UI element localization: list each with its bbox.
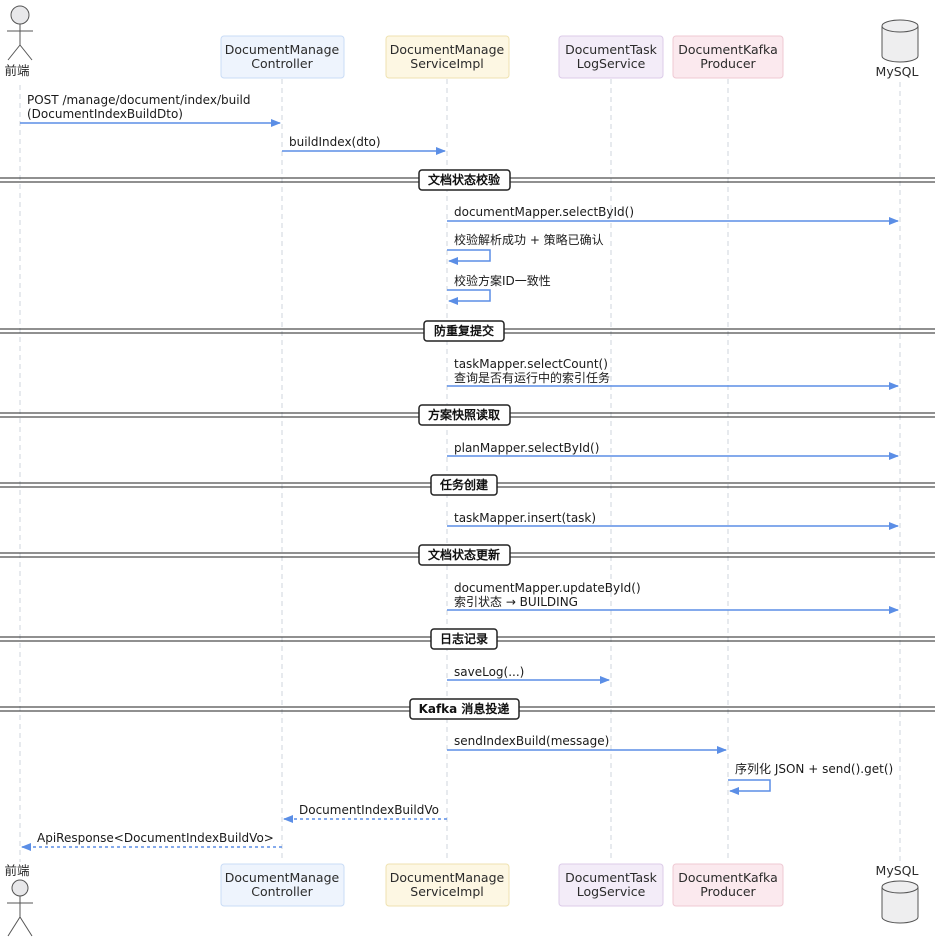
- participant-name-line1: DocumentManage: [225, 42, 340, 57]
- message-save-log: saveLog(...): [447, 665, 610, 684]
- participant-controller-top: DocumentManage Controller: [220, 35, 345, 79]
- section-title: 文档状态更新: [428, 547, 500, 562]
- participant-label: MySQL: [876, 64, 919, 79]
- message-label: sendIndexBuild(message): [454, 734, 609, 748]
- participant-name-line2: Controller: [251, 884, 313, 899]
- participant-tasklog-top: DocumentTask LogService: [558, 35, 664, 79]
- section-title: 任务创建: [439, 477, 489, 492]
- participant-frontend-top: 前端: [4, 5, 33, 78]
- participant-kafka-top: DocumentKafka Producer: [672, 35, 784, 79]
- actor-icon: [7, 879, 33, 937]
- lifelines: [19, 79, 901, 862]
- participant-name-line1: DocumentManage: [390, 870, 505, 885]
- participant-frontend-bottom: 前端: [4, 863, 33, 937]
- message-label: taskMapper.insert(task): [454, 511, 596, 525]
- message-select-count: taskMapper.selectCount() 查询是否有运行中的索引任务: [447, 357, 899, 390]
- participant-controller-bottom: DocumentManage Controller: [220, 863, 345, 907]
- section-separator: 防重复提交: [0, 320, 935, 342]
- message-label: saveLog(...): [454, 665, 524, 679]
- participant-name-line2: LogService: [577, 884, 646, 899]
- message-label: 序列化 JSON + send().get(): [735, 761, 893, 776]
- section-separator: Kafka 消息投递: [0, 698, 935, 720]
- message-arrow: [447, 249, 491, 265]
- message-select-document: documentMapper.selectById(): [447, 205, 899, 225]
- participant-label: 前端: [4, 63, 29, 78]
- participant-name-line1: DocumentTask: [565, 870, 657, 885]
- participant-label: MySQL: [876, 863, 919, 878]
- message-label: DocumentIndexBuildVo: [299, 803, 439, 817]
- participant-tasklog-bottom: DocumentTask LogService: [558, 863, 664, 907]
- self-message-serialize-send: 序列化 JSON + send().get(): [728, 761, 893, 795]
- participant-name-line1: DocumentKafka: [678, 42, 777, 57]
- message-post-build: POST /manage/document/index/build (Docum…: [20, 93, 281, 127]
- return-message-build-vo: DocumentIndexBuildVo: [283, 803, 447, 823]
- message-label-line1: documentMapper.updateById(): [454, 581, 641, 595]
- actor-icon: [7, 5, 33, 61]
- section-separator: 日志记录: [0, 628, 935, 650]
- participant-name-line2: Controller: [251, 56, 313, 71]
- participant-mysql-bottom: MySQL: [876, 863, 919, 924]
- section-title: Kafka 消息投递: [419, 701, 510, 716]
- message-send-index-build: sendIndexBuild(message): [447, 734, 727, 754]
- self-message-validate-plan: 校验方案ID一致性: [447, 273, 551, 305]
- participant-mysql-top: MySQL: [876, 19, 919, 79]
- section-separator: 任务创建: [0, 474, 935, 496]
- message-select-plan: planMapper.selectById(): [447, 441, 899, 460]
- database-icon: [881, 19, 919, 63]
- message-build-index: buildIndex(dto): [282, 135, 446, 155]
- message-label: ApiResponse<DocumentIndexBuildVo>: [37, 831, 274, 845]
- message-label: 校验方案ID一致性: [454, 273, 551, 288]
- message-arrow: [447, 289, 491, 305]
- participant-name-line1: DocumentManage: [390, 42, 505, 57]
- message-label-line2: (DocumentIndexBuildDto): [27, 107, 183, 121]
- message-update-document: documentMapper.updateById() 索引状态 → BUILD…: [447, 581, 899, 614]
- participant-name-line2: LogService: [577, 56, 646, 71]
- message-label-line1: POST /manage/document/index/build: [27, 93, 251, 107]
- section-title: 方案快照读取: [428, 407, 500, 422]
- participant-name-line1: DocumentKafka: [678, 870, 777, 885]
- section-separator: 文档状态校验: [0, 169, 935, 191]
- section-separator: 文档状态更新: [0, 544, 935, 566]
- message-label-line1: taskMapper.selectCount(): [454, 357, 608, 371]
- message-label: planMapper.selectById(): [454, 441, 599, 455]
- participant-service-top: DocumentManage ServiceImpl: [385, 35, 510, 79]
- message-label: documentMapper.selectById(): [454, 205, 634, 219]
- participant-name-line2: Producer: [700, 884, 756, 899]
- message-insert-task: taskMapper.insert(task): [447, 511, 899, 530]
- participant-name-line2: ServiceImpl: [410, 56, 483, 71]
- participant-name-line1: DocumentTask: [565, 42, 657, 57]
- participant-service-bottom: DocumentManage ServiceImpl: [385, 863, 510, 907]
- section-separator: 方案快照读取: [0, 404, 935, 426]
- section-title: 文档状态校验: [428, 172, 501, 187]
- participant-name-line2: Producer: [700, 56, 756, 71]
- section-title: 日志记录: [440, 631, 488, 646]
- database-icon: [881, 880, 919, 924]
- participant-label: 前端: [4, 863, 29, 878]
- self-message-validate-strategy: 校验解析成功 + 策略已确认: [447, 232, 604, 265]
- return-message-api-response: ApiResponse<DocumentIndexBuildVo>: [21, 831, 282, 851]
- message-label: 校验解析成功 + 策略已确认: [454, 232, 604, 247]
- message-label: buildIndex(dto): [289, 135, 381, 149]
- section-title: 防重复提交: [434, 323, 494, 338]
- participant-name-line1: DocumentManage: [225, 870, 340, 885]
- message-arrow: [728, 779, 771, 795]
- participant-name-line2: ServiceImpl: [410, 884, 483, 899]
- message-label-line2: 索引状态 → BUILDING: [454, 595, 578, 609]
- message-label-line2: 查询是否有运行中的索引任务: [454, 370, 610, 385]
- participant-kafka-bottom: DocumentKafka Producer: [672, 863, 784, 907]
